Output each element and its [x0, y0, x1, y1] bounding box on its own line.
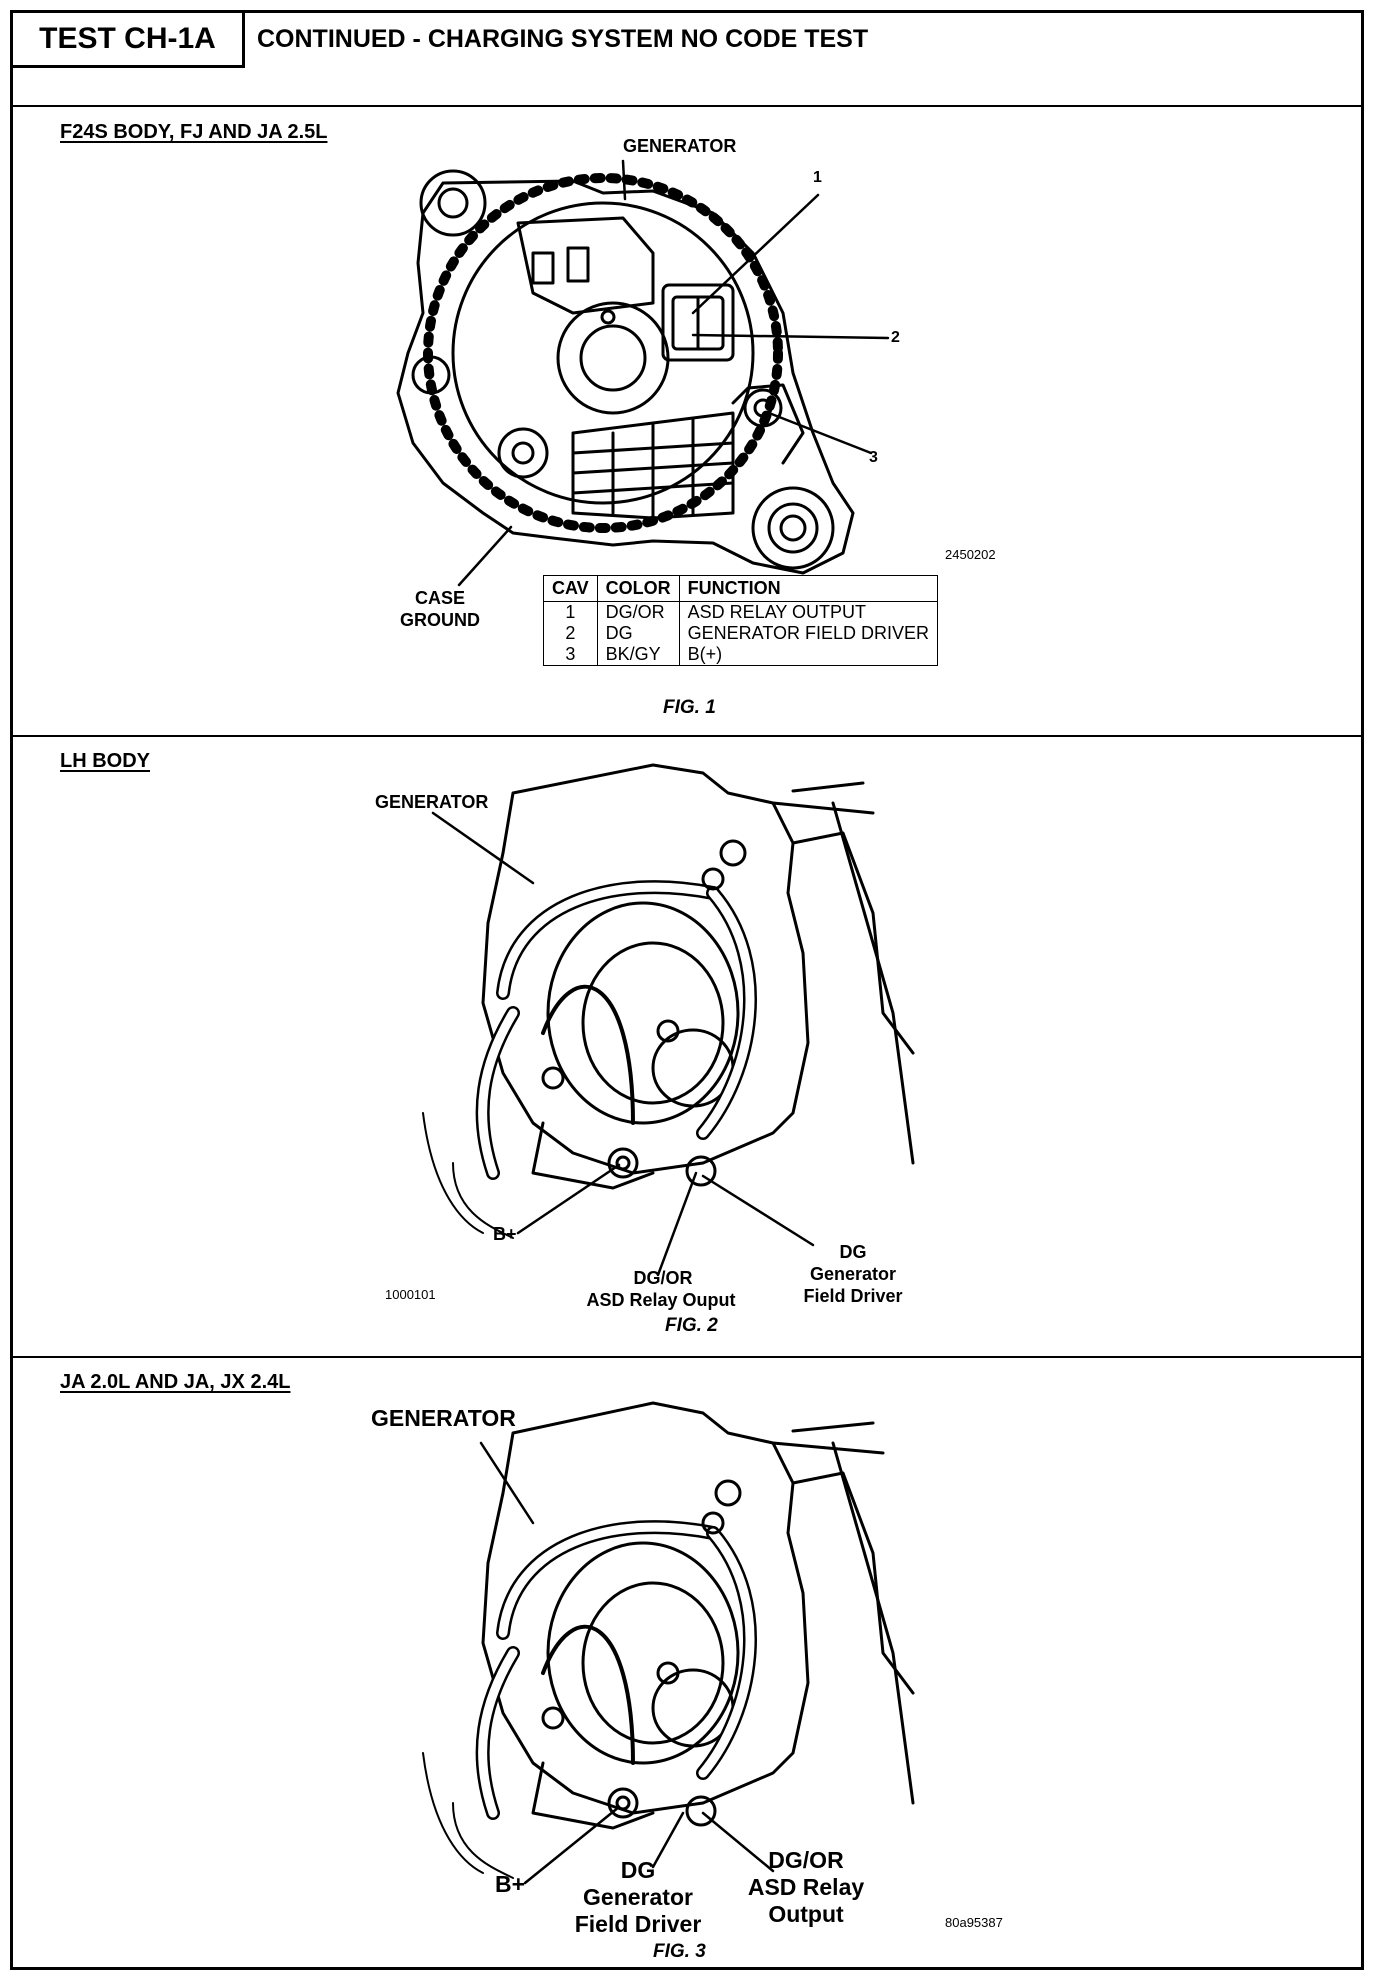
- fig1-generator-label: GENERATOR: [623, 136, 737, 156]
- fig2-generator-label: GENERATOR: [375, 792, 489, 812]
- fig2-generator-body: [422, 763, 915, 1239]
- page-title: CONTINUED - CHARGING SYSTEM NO CODE TEST: [257, 25, 869, 53]
- function-cell: GENERATOR FIELD DRIVER: [678, 623, 939, 644]
- fig2-b-plus-label: B+: [493, 1224, 517, 1244]
- generator-rear-illustration: [396, 159, 915, 1885]
- fig2-dg-label: DG: [839, 1242, 867, 1262]
- color-cell: DG: [596, 623, 680, 644]
- fig2-section-title: LH BODY: [60, 750, 150, 772]
- fig3-caption: FIG. 3: [653, 1941, 706, 1962]
- fig2-dg-or-desc: ASD Relay Ouput: [586, 1290, 736, 1310]
- test-id-tab: TEST CH-1A: [13, 13, 245, 68]
- fig3-image-id: 80a95387: [945, 1915, 1003, 1930]
- function-cell: ASD RELAY OUTPUT: [678, 601, 939, 623]
- fig1-caption: FIG. 1: [663, 697, 716, 718]
- fig3-generator-label: GENERATOR: [371, 1405, 516, 1431]
- fig2-dg-or-label: DG/OR: [633, 1268, 693, 1288]
- fig3-dg-desc-1: Generator: [583, 1884, 693, 1910]
- fig2-image-id: 1000101: [385, 1287, 436, 1302]
- color-cell: BK/GY: [596, 644, 680, 666]
- divider-header: [13, 105, 1361, 107]
- page-frame: TEST CH-1A CONTINUED - CHARGING SYSTEM N…: [10, 10, 1364, 1970]
- divider-fig1: [13, 735, 1361, 737]
- fig3-dg-or-label: DG/OR: [768, 1847, 844, 1873]
- fig1-case-ground-label: CASE GROUND: [400, 588, 480, 630]
- fig3-dg-or-desc-1: ASD Relay: [747, 1874, 865, 1900]
- table-row: 1 DG/OR ASD RELAY OUTPUT: [543, 601, 939, 623]
- fig2-leaders: [431, 811, 815, 1277]
- fig2-caption: FIG. 2: [665, 1315, 718, 1336]
- fig3-leaders: [479, 1441, 775, 1885]
- color-header: COLOR: [596, 575, 680, 602]
- fig3-section-title: JA 2.0L AND JA, JX 2.4L: [60, 1371, 291, 1393]
- function-cell: B(+): [678, 644, 939, 666]
- fig1-leaders: [457, 159, 890, 587]
- fig1-image-id: 2450202: [945, 547, 996, 562]
- fig3-dg-or-desc-2: Output: [768, 1901, 844, 1927]
- table-row: 2 DG GENERATOR FIELD DRIVER: [543, 623, 939, 644]
- table-row: 3 BK/GY B(+): [543, 644, 939, 666]
- fig1-section-title: F24S BODY, FJ AND JA 2.5L: [60, 121, 328, 143]
- fig1-generator-body: [396, 169, 855, 575]
- fig1-callout-3: 3: [869, 449, 878, 466]
- fig1-callout-1: 1: [813, 169, 822, 186]
- fig3-dg-desc-2: Field Driver: [574, 1911, 702, 1937]
- fig2-dg-desc-2: Field Driver: [803, 1286, 903, 1306]
- fig1-callout-2: 2: [891, 329, 900, 346]
- fig3-generator-body: [422, 1401, 915, 1879]
- fig2-dg-desc-1: Generator: [809, 1264, 897, 1284]
- cavity-table: CAV COLOR FUNCTION 1 DG/OR ASD RELAY OUT…: [543, 575, 939, 666]
- divider-fig2: [13, 1356, 1361, 1358]
- function-header: FUNCTION: [678, 575, 939, 602]
- fig3-b-plus-label: B+: [495, 1871, 526, 1897]
- fig3-dg-label: DG: [620, 1857, 656, 1883]
